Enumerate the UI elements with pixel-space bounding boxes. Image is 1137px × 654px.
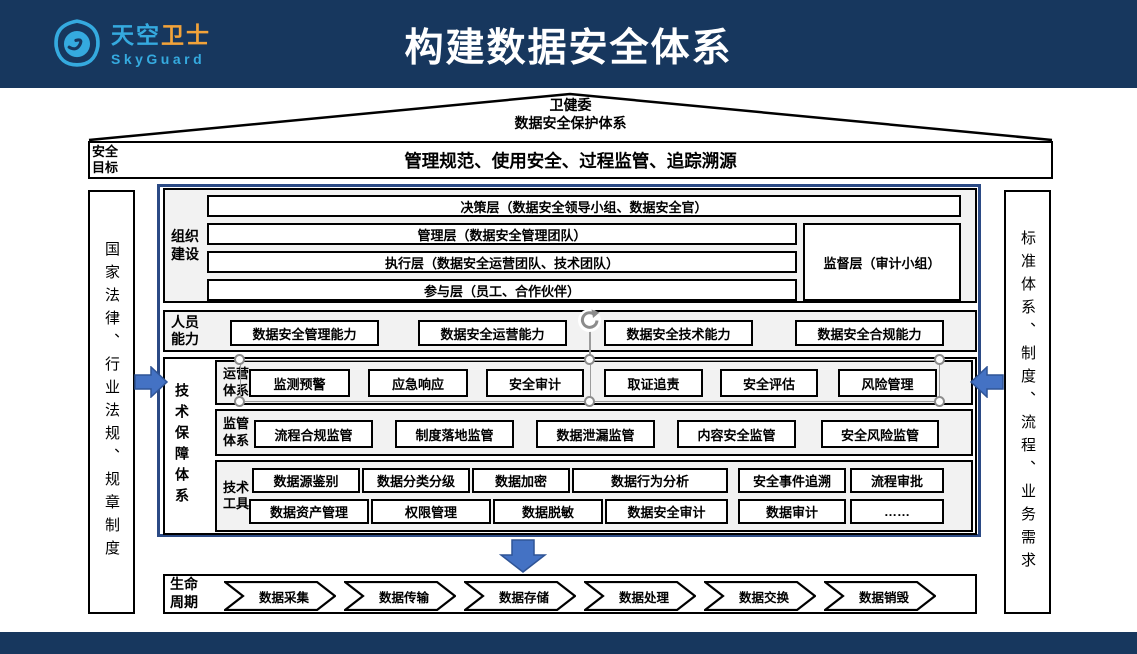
org-row-execution[interactable]: 执行层（数据安全运营团队、技术团队）	[207, 251, 797, 273]
roof-shape	[88, 92, 1053, 142]
left-pillar-text: 国家法律、行业法规、规章制度	[103, 241, 120, 563]
lifecycle-stage[interactable]: 数据存储	[464, 581, 576, 611]
right-pillar-text: 标准体系、制度、流程、业务需求	[1019, 229, 1036, 575]
selection-handle[interactable]	[234, 396, 245, 407]
logo-en: SkyGuard	[111, 51, 206, 67]
regulation-item-box[interactable]: 内容安全监管	[677, 420, 796, 448]
ops-item-box[interactable]: 监测预警	[249, 369, 350, 397]
roof-title-line2: 数据安全保护体系	[514, 115, 627, 131]
regulation-row[interactable]: 监管体系 流程合规监管 制度落地监管 数据泄漏监管 内容安全监管 安全风险监管	[215, 409, 973, 456]
ops-item-box[interactable]: 取证追责	[604, 369, 703, 397]
org-row-participation[interactable]: 参与层（员工、合作伙伴）	[207, 279, 797, 301]
skyguard-logo-icon	[52, 18, 102, 73]
org-section[interactable]: 组织建设 决策层（数据安全领导小组、数据安全官） 管理层（数据安全管理团队） 执…	[163, 188, 977, 303]
tool-box[interactable]: 权限管理	[371, 499, 491, 524]
logo-cn-blue: 天空	[111, 22, 161, 48]
regulation-item-box[interactable]: 数据泄漏监管	[536, 420, 655, 448]
selection-handle[interactable]	[584, 396, 595, 407]
org-row-decision[interactable]: 决策层（数据安全领导小组、数据安全官）	[207, 195, 961, 217]
staff-capability-box[interactable]: 数据安全运营能力	[418, 320, 567, 346]
ops-item-box[interactable]: 风险管理	[838, 369, 937, 397]
lifecycle-bar[interactable]: 生命周期 数据采集 数据传输 数据存储 数据处理 数据交换 数据销毁	[163, 574, 977, 614]
tools-row[interactable]: 技术工具 数据源鉴别 数据分类分级 数据加密 数据行为分析 安全事件追溯 流程审…	[215, 460, 973, 532]
goal-bar-text: 管理规范、使用安全、过程监管、追踪溯源	[404, 151, 737, 171]
selection-handle[interactable]	[934, 354, 945, 365]
right-arrow-icon	[969, 366, 1004, 398]
selection-handle[interactable]	[234, 354, 245, 365]
staff-capability-box[interactable]: 数据安全技术能力	[604, 320, 753, 346]
tool-box[interactable]: ……	[850, 499, 944, 524]
selection-divider-line	[590, 360, 591, 402]
tool-box[interactable]: 数据行为分析	[572, 468, 728, 493]
lifecycle-stage[interactable]: 数据传输	[344, 581, 456, 611]
tool-box[interactable]: 流程审批	[850, 468, 944, 493]
staff-section-label: 人员能力	[171, 313, 199, 348]
tech-safeguard-label: 技术保障体系	[174, 383, 190, 509]
tool-box[interactable]: 数据加密	[472, 468, 570, 493]
header-bar: 天空卫士 SkyGuard 构建数据安全体系	[0, 0, 1137, 88]
org-supervision-box[interactable]: 监督层（审计小组）	[803, 223, 961, 301]
regulation-item-box[interactable]: 安全风险监管	[821, 420, 939, 448]
ops-row-label: 运营体系	[223, 366, 250, 398]
left-arrow-icon	[134, 366, 169, 398]
staff-capability-box[interactable]: 数据安全合规能力	[795, 320, 944, 346]
lifecycle-stage[interactable]: 数据销毁	[824, 581, 936, 611]
regulation-item-box[interactable]: 制度落地监管	[395, 420, 514, 448]
lifecycle-label: 生命周期	[170, 576, 198, 610]
staff-section[interactable]: 人员能力 数据安全管理能力 数据安全运营能力 数据安全技术能力 数据安全合规能力	[163, 310, 977, 352]
staff-capability-box[interactable]: 数据安全管理能力	[230, 320, 379, 346]
selection-handle[interactable]	[584, 354, 595, 365]
logo-cn-orange: 卫士	[161, 22, 211, 48]
regulation-row-label: 监管体系	[223, 416, 250, 448]
tool-box[interactable]: 数据安全审计	[605, 499, 728, 524]
goal-bar-label: 安全目标	[92, 144, 119, 176]
tool-box[interactable]: 安全事件追溯	[738, 468, 846, 493]
org-row-management[interactable]: 管理层（数据安全管理团队）	[207, 223, 797, 245]
rotate-handle-stem	[589, 331, 591, 356]
selection-handle[interactable]	[934, 396, 945, 407]
lifecycle-stage[interactable]: 数据采集	[224, 581, 336, 611]
regulation-item-box[interactable]: 流程合规监管	[254, 420, 373, 448]
lifecycle-stage[interactable]: 数据交换	[704, 581, 816, 611]
org-section-label: 组织建设	[171, 228, 199, 262]
tool-box[interactable]: 数据脱敏	[493, 499, 603, 524]
tech-safeguard-section[interactable]: 技术保障体系 运营体系 监测预警 应急响应 安全审计 取证追责 安全评估 风险管…	[163, 357, 977, 535]
lifecycle-stage[interactable]: 数据处理	[584, 581, 696, 611]
goal-bar[interactable]	[88, 141, 1053, 179]
tool-box[interactable]: 数据资产管理	[249, 499, 369, 524]
skyguard-logo: 天空卫士 SkyGuard	[52, 17, 262, 73]
footer-bar	[0, 632, 1137, 654]
tool-box[interactable]: 数据分类分级	[362, 468, 470, 493]
ops-item-box[interactable]: 应急响应	[368, 369, 468, 397]
rotate-handle-icon[interactable]	[578, 309, 601, 332]
roof-title-line1: 卫健委	[549, 97, 592, 113]
slide-title: 构建数据安全体系	[404, 27, 733, 70]
tools-row-label: 技术工具	[223, 479, 250, 511]
left-pillar[interactable]: 国家法律、行业法规、规章制度	[88, 190, 135, 614]
right-pillar[interactable]: 标准体系、制度、流程、业务需求	[1004, 190, 1051, 614]
tool-box[interactable]: 数据源鉴别	[252, 468, 360, 493]
down-arrow-icon	[499, 539, 547, 573]
ops-item-box[interactable]: 安全评估	[720, 369, 818, 397]
ops-item-box[interactable]: 安全审计	[486, 369, 584, 397]
tool-box[interactable]: 数据审计	[738, 499, 846, 524]
